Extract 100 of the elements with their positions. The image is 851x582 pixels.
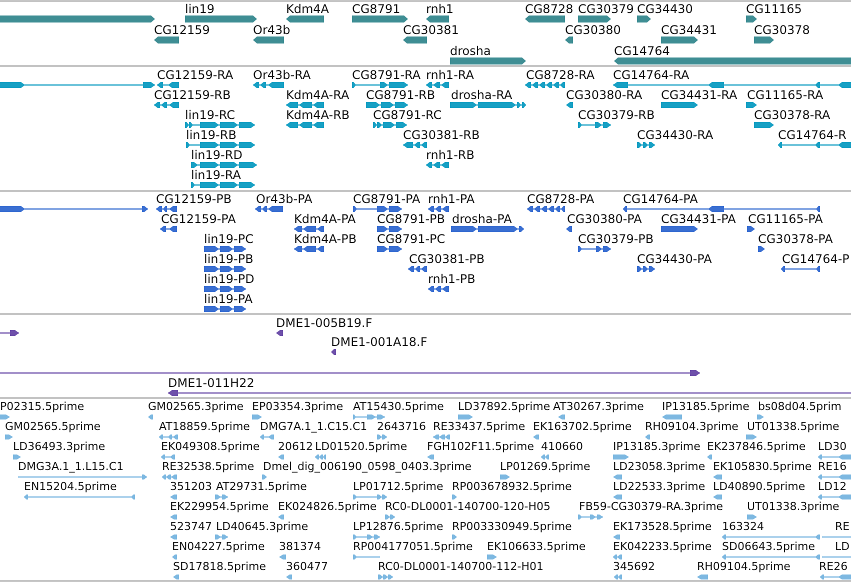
- protein-name: Kdm4A-PB: [294, 232, 357, 246]
- transcript-name: lin19-RA: [191, 168, 241, 182]
- est-name: GM02565.5prime: [5, 421, 101, 433]
- transcript-name: CG30381-RB: [403, 128, 480, 142]
- protein-name: CG30379-PB: [578, 232, 654, 246]
- est-name: IP13185.3prime: [613, 441, 700, 453]
- est-name: RH09104.5prime: [697, 561, 790, 573]
- est-name: LD12: [818, 481, 847, 493]
- gene-name: CG8791: [352, 2, 400, 16]
- gene-name: CG11165: [746, 2, 802, 16]
- est-name: bs08d04.5prim: [758, 401, 842, 413]
- est-name: LD36493.3prime: [13, 441, 106, 453]
- est-name: EK173528.5prime: [613, 521, 712, 533]
- est-name: LD22533.3prime: [613, 481, 706, 493]
- transcript-name: CG34430-RA: [637, 128, 714, 142]
- protein-name: rnh1-PA: [428, 192, 475, 206]
- est-name: FGH102F11.5prime: [427, 441, 534, 453]
- est-name: EK237846.5prime: [707, 441, 806, 453]
- est-name: LD30: [818, 441, 847, 453]
- est-name: LP01269.5prime: [500, 461, 590, 473]
- protein-name: CG14764-PA: [623, 192, 698, 206]
- est-name: RP003330949.5prime: [452, 521, 572, 533]
- protein-name: CG8791-PC: [377, 232, 446, 246]
- est-name: LP12876.5prime: [353, 521, 444, 533]
- est-name: LD: [835, 541, 850, 553]
- est-name: DMG3A.1_1.L15.C1: [18, 461, 124, 473]
- protein-name: CG11165-PA: [748, 212, 823, 226]
- est-name: RE33437.5prime: [433, 421, 526, 433]
- protein-name: lin19-PC: [204, 232, 254, 246]
- gene-name: lin19: [185, 2, 215, 16]
- protein-name: Kdm4A-PA: [294, 212, 356, 226]
- transcript-name: lin19-RB: [186, 128, 236, 142]
- gene-name: drosha: [450, 44, 491, 58]
- est-name: LD40890.5prime: [713, 481, 806, 493]
- est-name: RC0-DL0001-140700-112-H01: [378, 561, 544, 573]
- transcript-name: CG30378-RA: [754, 108, 830, 122]
- transcript-name: CG8791-RB: [366, 88, 436, 102]
- gene-name: Or43b: [253, 24, 290, 36]
- gene-name: rnh1: [426, 2, 454, 16]
- protein-name: CG30378-PA: [758, 232, 833, 246]
- est-name: EK105830.5prime: [713, 461, 812, 473]
- protein-name: lin19-PA: [204, 292, 253, 306]
- gene-name: CG30380: [565, 24, 621, 36]
- est-name: EN04227.5prime: [172, 541, 265, 553]
- protein-name: CG34431-PA: [661, 212, 736, 226]
- protein-name: lin19-PD: [204, 272, 254, 286]
- transcript-name: rnh1-RA: [426, 68, 474, 82]
- est-name: 163324: [722, 521, 764, 533]
- gene-name: CG30381: [403, 24, 459, 36]
- protein-name: CG8791-PA: [353, 192, 420, 206]
- transcript-name: CG8791-RC: [373, 108, 442, 122]
- est-name: FB59-CG30379-RA.3prime: [579, 501, 724, 513]
- est-name: EK042233.5prime: [613, 541, 712, 553]
- est-name: RP004177051.5prime: [353, 541, 473, 553]
- est-name: AT15430.5prime: [353, 401, 444, 413]
- gene-name: CG30379: [578, 2, 634, 16]
- transcript-name: CG14764-R: [778, 128, 847, 142]
- transcript-name: Kdm4A-RA: [286, 88, 350, 102]
- est-name: 351203: [170, 481, 212, 493]
- est-name: SD06643.5prime: [722, 541, 815, 553]
- est-name: AT29731.5prime: [216, 481, 307, 493]
- est-name: EN15204.5prime: [24, 481, 117, 493]
- est-name: RH09104.3prime: [645, 421, 738, 433]
- est-name: 360477: [286, 561, 328, 573]
- protein-name: CG30380-PA: [567, 212, 642, 226]
- protein-name: CG8728-PA: [527, 192, 594, 206]
- transcript-name: CG11165-RA: [747, 88, 824, 102]
- est-name: RE26: [819, 561, 848, 573]
- est-name: RE32538.5prime: [162, 461, 254, 473]
- est-name: SD17818.5prime: [173, 561, 266, 573]
- gene-name: CG34431: [661, 24, 717, 36]
- est-name: LD37892.5prime: [458, 401, 550, 413]
- est-name: 2643716: [377, 421, 426, 433]
- est-name: LD40645.3prime: [216, 521, 308, 533]
- gene-name: CG34430: [637, 2, 693, 16]
- transcript-name: lin19-RD: [191, 148, 242, 162]
- est-name: EK049308.5prime: [161, 441, 260, 453]
- est-name: 20612: [278, 441, 313, 453]
- gene-name: CG14764: [614, 44, 670, 58]
- est-name: UT01338.3prime: [747, 501, 840, 513]
- est-name: LD01520.5prime: [315, 441, 408, 453]
- gene-name: CG30378: [754, 24, 810, 36]
- est-name: EK229954.5prime: [170, 501, 269, 513]
- transcript-name: Kdm4A-RB: [286, 108, 350, 122]
- transcript-name: rnh1-RB: [426, 148, 474, 162]
- gene-name: Kdm4A: [286, 2, 330, 16]
- protein-name: drosha-PA: [452, 212, 512, 226]
- est-name: 345692: [613, 561, 655, 573]
- gene-name: CG12159: [154, 24, 210, 36]
- protein-name: CG12159-PB: [156, 192, 232, 206]
- transcript-name: CG8728-RA: [526, 68, 595, 82]
- est-name: UT01338.5prime: [747, 421, 840, 433]
- clone-name: DME1-001A18.F: [331, 336, 428, 348]
- est-name: RE: [835, 521, 850, 533]
- clone-name: DME1-005B19.F: [276, 316, 372, 330]
- protein-name: CG30381-PB: [409, 252, 485, 266]
- transcript-name: CG12159-RB: [154, 88, 231, 102]
- est-name: 523747: [170, 521, 212, 533]
- transcript-name: CG14764-RA: [613, 68, 690, 82]
- est-name: RC0-DL0001-140700-120-H05: [385, 501, 550, 513]
